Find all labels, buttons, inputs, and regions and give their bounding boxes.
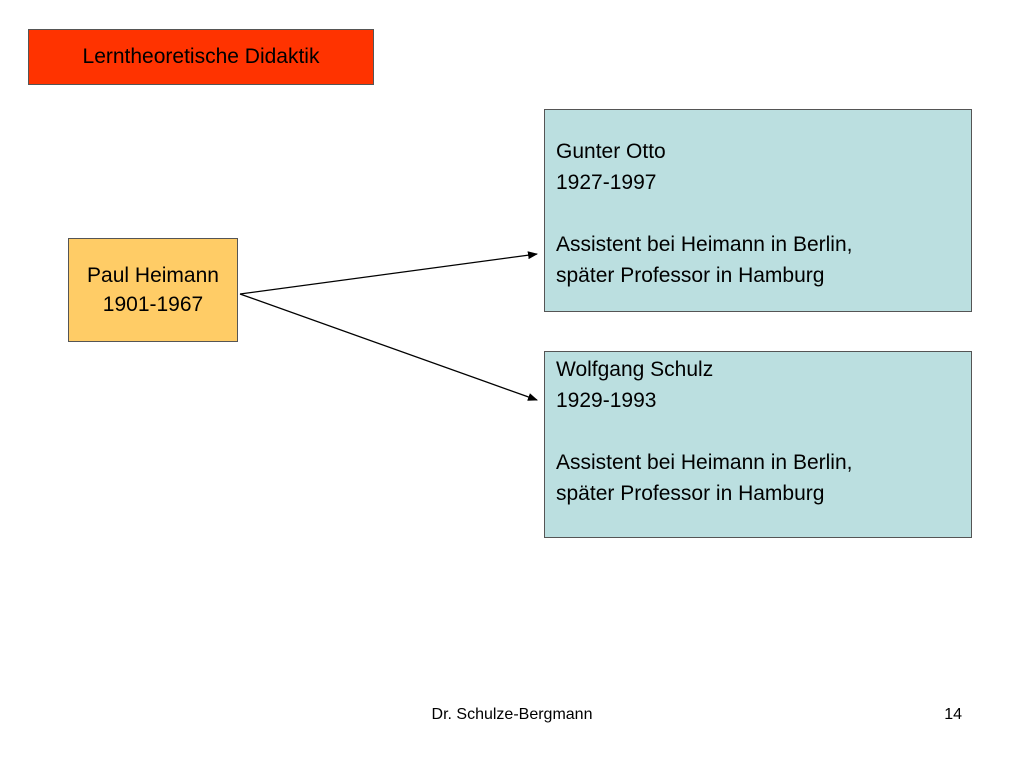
arrow-to-child-1 [239, 251, 538, 295]
child-person-box-2: Wolfgang Schulz 1929-1993 Assistent bei … [544, 351, 972, 538]
child-1-name: Gunter Otto [556, 140, 666, 163]
child-2-years: 1929-1993 [556, 389, 657, 412]
slide-title: Lerntheoretische Didaktik [82, 45, 320, 68]
child-2-desc-line-1: Assistent bei Heimann in Berlin, [556, 451, 853, 474]
arrow-to-child-2 [239, 293, 538, 401]
child-2-name: Wolfgang Schulz [556, 358, 714, 381]
child-1-spacer [556, 198, 971, 229]
child-2-spacer [556, 416, 971, 447]
child-1-desc-line-2: später Professor in Hamburg [556, 264, 825, 287]
page-number: 14 [944, 706, 962, 723]
root-person-years: 1901-1967 [102, 293, 204, 316]
child-2-desc-line-2: später Professor in Hamburg [556, 482, 825, 505]
root-person-box: Paul Heimann 1901-1967 [68, 238, 238, 342]
child-person-box-1: Gunter Otto 1927-1997 Assistent bei Heim… [544, 109, 972, 312]
root-person-name: Paul Heimann [87, 264, 219, 287]
child-1-years: 1927-1997 [556, 171, 657, 194]
footer-author: Dr. Schulze-Bergmann [431, 706, 593, 723]
child-1-desc-line-1: Assistent bei Heimann in Berlin, [556, 233, 853, 256]
slide-title-box: Lerntheoretische Didaktik [28, 29, 374, 85]
